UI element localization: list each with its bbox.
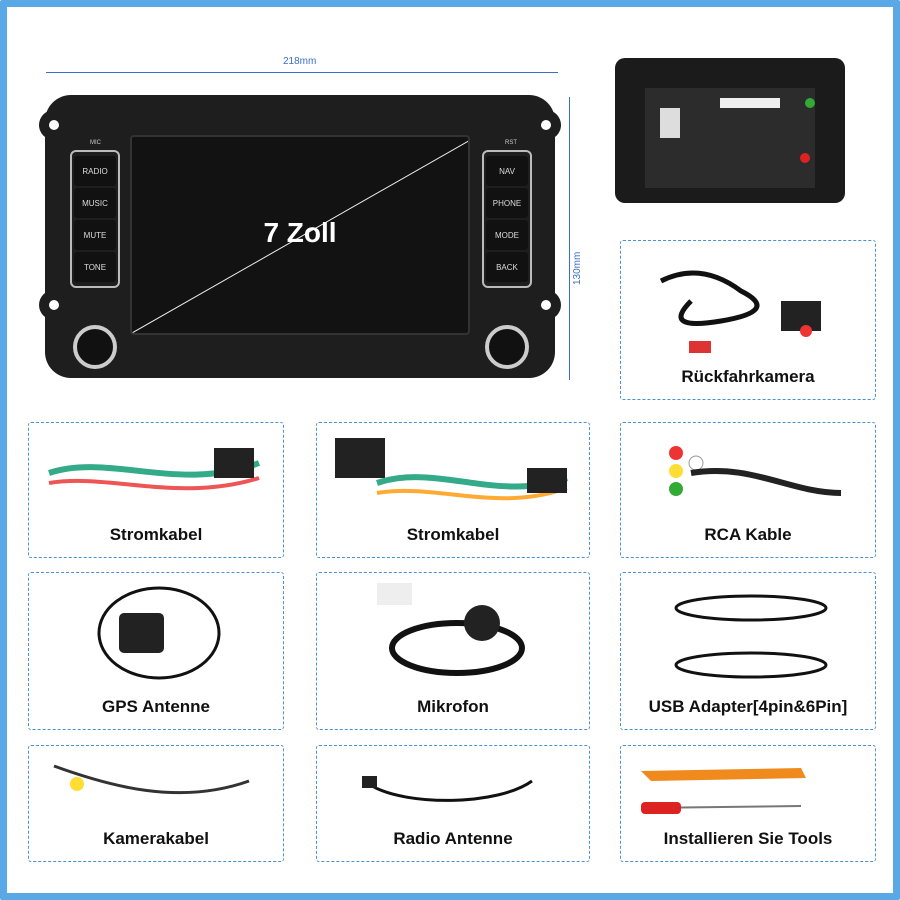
height-dimension: 130mm — [572, 251, 583, 285]
accessory-label: Installieren Sie Tools — [663, 829, 833, 848]
accessory-label: Rückfahrkamera — [681, 367, 815, 386]
accessory-label: USB Adapter[4pin&6Pin] — [648, 697, 848, 716]
mounting-ear — [39, 290, 69, 320]
accessory-label: Mikrofon — [417, 697, 489, 716]
rst-label: RST — [505, 140, 517, 146]
accessory-label: RCA Kable — [704, 525, 792, 544]
right-knob[interactable] — [485, 325, 529, 369]
accessory-label: Kamerakabel — [103, 829, 209, 848]
screen-size-label: 7 Zoll — [263, 217, 337, 248]
accessory-kamerakabel: Kamerakabel — [28, 745, 284, 862]
right-button-column: NAV PHONE MODE BACK — [482, 150, 532, 288]
diagonal-line — [132, 140, 468, 333]
left-knob[interactable] — [73, 325, 117, 369]
touch-screen: 7 Zoll — [130, 135, 470, 335]
accessory-installieren-tools: Installieren Sie Tools — [620, 745, 876, 862]
left-button-column: RADIO MUSIC MUTE TONE — [70, 150, 120, 288]
nav-button[interactable]: NAV — [486, 156, 528, 186]
mounting-ear — [531, 110, 561, 140]
width-dimension-line — [46, 72, 558, 73]
phone-button[interactable]: PHONE — [486, 188, 528, 218]
mode-button[interactable]: MODE — [486, 220, 528, 250]
accessory-radio-antenne: Radio Antenne — [316, 745, 590, 862]
accessory-stromkabel-1: Stromkabel — [28, 422, 284, 558]
tone-button[interactable]: TONE — [74, 252, 116, 282]
accessory-gps-antenne: GPS Antenne — [28, 572, 284, 730]
head-unit-front: MIC RST RADIO MUSIC MUTE TONE NAV PHONE … — [39, 95, 561, 378]
accessory-mikrofon: Mikrofon — [316, 572, 590, 730]
radio-button[interactable]: RADIO — [74, 156, 116, 186]
accessory-usb-adapter: USB Adapter[4pin&6Pin] — [620, 572, 876, 730]
height-dimension-line — [569, 97, 570, 380]
mounting-ear — [39, 110, 69, 140]
accessory-stromkabel-2: Stromkabel — [316, 422, 590, 558]
accessory-label: Radio Antenne — [393, 829, 513, 848]
back-button[interactable]: BACK — [486, 252, 528, 282]
mounting-ear — [531, 290, 561, 320]
accessory-rca-kable: RCA Kable — [620, 422, 876, 558]
accessory-rueckfahrkamera: Rückfahrkamera — [620, 240, 876, 400]
mic-label: MIC — [90, 140, 101, 146]
width-dimension: 218mm — [283, 56, 317, 67]
mute-button[interactable]: MUTE — [74, 220, 116, 250]
accessory-label: GPS Antenne — [102, 697, 210, 716]
music-button[interactable]: MUSIC — [74, 188, 116, 218]
head-unit-rear — [615, 58, 845, 203]
accessory-label: Stromkabel — [109, 525, 203, 544]
accessory-label: Stromkabel — [406, 525, 500, 544]
